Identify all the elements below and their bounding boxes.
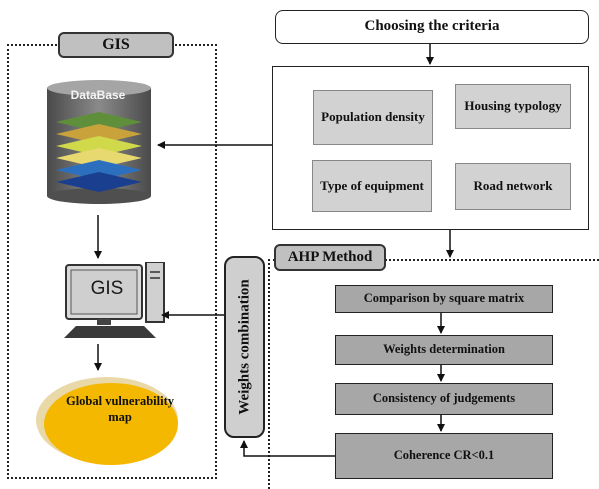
step-coherence: Coherence CR<0.1 — [335, 433, 553, 479]
computer-label: GIS — [90, 278, 124, 299]
computer-icon — [64, 262, 165, 338]
criterion-population-density: Population density — [313, 90, 433, 145]
vulnerability-map-label: Global vulnerability map — [65, 394, 174, 425]
criterion-road-network: Road network — [455, 163, 571, 210]
step-weights-determination: Weights determination — [335, 335, 553, 365]
criteria-title: Choosing the criteria — [275, 10, 589, 44]
step-consistency-judgements: Consistency of judgements — [335, 383, 553, 415]
database-icon — [47, 80, 151, 204]
vulnerability-map-shape — [36, 377, 178, 465]
ahp-panel — [268, 259, 599, 489]
gis-tab: GIS — [58, 32, 174, 58]
arrow-coherence-to-weights — [240, 440, 335, 457]
criterion-housing-typology: Housing typology — [455, 84, 571, 129]
database-label: DataBase — [70, 88, 126, 102]
ahp-tab: AHP Method — [274, 244, 386, 271]
criterion-type-of-equipment: Type of equipment — [312, 160, 432, 212]
step-comparison-matrix: Comparison by square matrix — [335, 285, 553, 313]
weights-combination-box: Weights combination — [224, 256, 265, 438]
